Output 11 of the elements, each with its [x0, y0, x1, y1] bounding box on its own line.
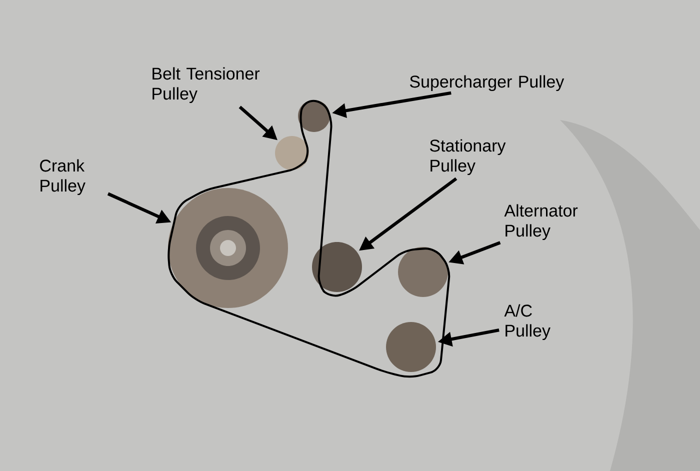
pulley-label: Belt Tensioner Pulley	[152, 67, 260, 104]
pulley-label: Stationary Pulley	[430, 139, 506, 176]
pulley	[275, 136, 309, 170]
pulley	[398, 247, 448, 297]
pulley-label: Crank Pulley	[40, 159, 86, 196]
pulley-label: A/C Pulley	[504, 304, 550, 340]
pulley-label: Supercharger Pulley	[410, 75, 564, 92]
pulley-label: Alternator Pulley	[504, 204, 578, 240]
pulley	[298, 100, 330, 132]
pulley	[312, 242, 362, 292]
pulley	[386, 322, 436, 372]
